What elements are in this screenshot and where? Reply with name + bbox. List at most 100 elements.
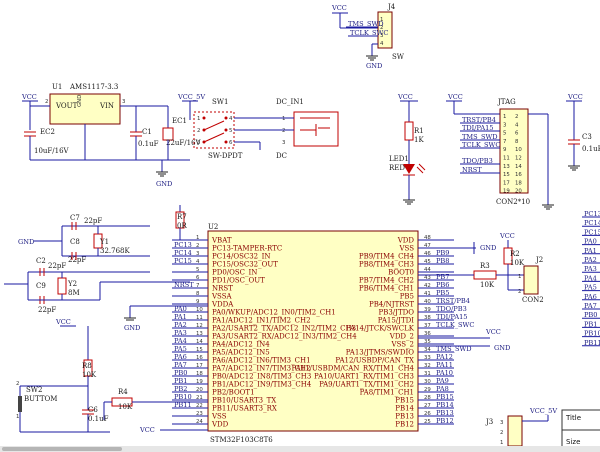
jtag-pin: 2 <box>515 114 518 120</box>
svg-text:0.1uF: 0.1uF <box>138 140 159 148</box>
edge-net-label: PB1 <box>584 320 597 328</box>
connector-jtag[interactable]: VCC JTAG 1357911131517192468101214161820… <box>446 93 554 210</box>
mcu-pin-name: VSS <box>211 413 227 421</box>
horizontal-scrollbar[interactable] <box>0 446 600 452</box>
svg-text:0R: 0R <box>177 222 187 230</box>
svg-text:Size: Size <box>566 438 580 446</box>
scrollbar-thumb[interactable] <box>2 447 122 451</box>
mcu-pin-number: 12 <box>196 323 203 329</box>
net-label: PB1 <box>174 377 187 385</box>
svg-text:VCC: VCC <box>567 93 583 101</box>
mcu-pin-number: 41 <box>424 291 431 297</box>
net-label: PB13 <box>436 409 454 417</box>
jtag-pin: 20 <box>515 189 522 195</box>
crystal-32k-section[interactable]: C7 22pF GND C8 22pF Y1 32.768K <box>18 214 150 264</box>
mcu-pin-name: PB0/ADC12_IN8/TIM3_CH3 <box>212 373 311 381</box>
mcu-pin-name: VSS <box>398 245 414 253</box>
net-label: PA11 <box>436 361 453 369</box>
dc-jack-dc-in1[interactable]: DC_IN1 1 2 3 DC <box>276 98 339 160</box>
edge-net-label: PB0 <box>584 311 597 319</box>
svg-text:22pF: 22pF <box>68 256 86 264</box>
mcu-pin-name: PA15/JTDI <box>378 317 414 325</box>
svg-text:2: 2 <box>282 128 285 134</box>
mcu-pin-number: 28 <box>424 395 431 401</box>
mcu-pin-number: 17 <box>196 363 203 369</box>
mcu-pin-name: PC13-TAMPER-RTC <box>212 245 282 253</box>
mcu-pin-number: 18 <box>196 371 203 377</box>
svg-text:0.1uF: 0.1uF <box>582 145 600 153</box>
net-label: TDI/PA15 <box>436 313 468 321</box>
svg-text:10K: 10K <box>118 403 133 411</box>
led-indicator[interactable]: VCC R1 1K LED1 RED <box>389 93 426 205</box>
net-label: PA9 <box>436 377 449 385</box>
regulator-u1[interactable]: U1 AMS1117-3.3 VOUT GND VIN 2 3 <box>45 83 125 125</box>
switch-sw1[interactable]: SW1 1 2 3 4 5 6 SW-DPDT <box>193 98 243 160</box>
reset-section[interactable]: VCC R8 10K 2 SW2 BUTTOM 1 C6 0.1uF <box>16 318 110 433</box>
resistor-r4[interactable]: R4 10K <box>103 388 208 420</box>
mcu-pin-number: 11 <box>196 315 203 321</box>
svg-text:32.768K: 32.768K <box>100 247 130 255</box>
cap-c3[interactable]: VCC C3 0.1uF <box>566 93 600 171</box>
svg-text:1: 1 <box>380 17 383 23</box>
svg-text:1: 1 <box>16 414 19 420</box>
mcu-pin-number: 23 <box>196 411 203 417</box>
mcu-pin-number: 14 <box>196 339 203 345</box>
edge-net-label: PC14 <box>584 219 600 227</box>
svg-text:VCC: VCC <box>21 93 37 101</box>
mcu-pin-name: VSSA <box>211 293 233 301</box>
svg-text:VCC_5V: VCC_5V <box>529 407 557 415</box>
mcu-pin-number: 27 <box>424 403 431 409</box>
svg-text:CON2: CON2 <box>522 296 544 304</box>
mcu-pin-number: 39 <box>424 307 431 313</box>
net-label: PA4 <box>174 337 187 345</box>
mcu-pin-number: 33 <box>424 355 431 361</box>
edge-net-label: PA4 <box>584 274 597 282</box>
boot0-section[interactable]: GND VCC R2 10K R3 10K J2 1 2 CON2 <box>418 232 544 304</box>
connector-j4[interactable]: VCC J4 1 2 3 4 TMS_SWD TCLK_SWC GND SW <box>331 3 405 70</box>
svg-text:U1: U1 <box>52 83 62 91</box>
svg-text:C2: C2 <box>36 257 46 265</box>
mcu-pin-name: PB10/USART3_TX <box>212 397 276 405</box>
svg-text:C9: C9 <box>36 282 46 290</box>
net-label: PB9 <box>436 249 449 257</box>
mcu-pin-name: PB2/BOOT1 <box>212 389 255 397</box>
svg-text:10uF/16V: 10uF/16V <box>34 147 70 155</box>
net-label: PA6 <box>174 353 187 361</box>
net-label: PB5 <box>436 289 449 297</box>
crystal-8m-section[interactable]: C2 22pF C9 22pF Y2 8M <box>4 257 190 314</box>
net-label: PA1 <box>174 313 187 321</box>
mcu-pin-name: VSS_2 <box>391 341 414 349</box>
net-label: PC14 <box>174 249 192 257</box>
svg-text:TCLK_SWC: TCLK_SWC <box>462 141 500 149</box>
mcu-pin-name: VDDA <box>211 301 234 309</box>
cap-c1[interactable]: C1 0.1uF <box>130 106 159 160</box>
mcu-pin-number: 40 <box>424 299 431 305</box>
svg-text:VCC: VCC <box>397 93 413 101</box>
jtag-pin: 5 <box>503 131 506 137</box>
mcu-pin-name: PD1/OSC_OUT <box>212 277 265 285</box>
cap-ec1[interactable]: EC1 22uF/16V <box>162 106 202 160</box>
edge-net-label: PA1 <box>584 247 597 255</box>
svg-text:DC_IN1: DC_IN1 <box>276 98 304 106</box>
net-label: PA2 <box>174 321 187 329</box>
mcu-pin-number: 2 <box>196 243 199 249</box>
mcu-pin-name: PA7/ADC12_IN7/TIM3_CH2 <box>212 365 311 373</box>
connector-j3[interactable]: J3 3 2 1 VCC_5V <box>485 407 557 447</box>
svg-text:10K: 10K <box>82 371 97 379</box>
svg-text:R2: R2 <box>510 250 520 258</box>
mcu-pin-name: PA5/ADC12_IN5 <box>212 349 270 357</box>
mcu-pin-name: PC14/OSC32_IN <box>212 253 271 261</box>
mcu-pin-name: PB4/NJTRST <box>369 301 414 309</box>
cap-ec2[interactable]: EC2 10uF/16V <box>24 128 70 160</box>
edge-net-labels: PC13PC14PC15PA0PA1PA2PA3PA4PA5PA6PA7PB0P… <box>582 210 600 347</box>
svg-text:VCC: VCC <box>499 232 515 240</box>
mcu-pin-name: PA4/ADC12_IN4 <box>212 341 270 349</box>
edge-net-label: PA6 <box>584 293 597 301</box>
resistor-r7[interactable]: R7 0R <box>175 205 187 240</box>
svg-text:22pF: 22pF <box>84 217 102 225</box>
edge-net-label: PB10 <box>584 330 600 338</box>
svg-text:RED: RED <box>389 164 405 172</box>
svg-text:SW1: SW1 <box>212 98 228 106</box>
